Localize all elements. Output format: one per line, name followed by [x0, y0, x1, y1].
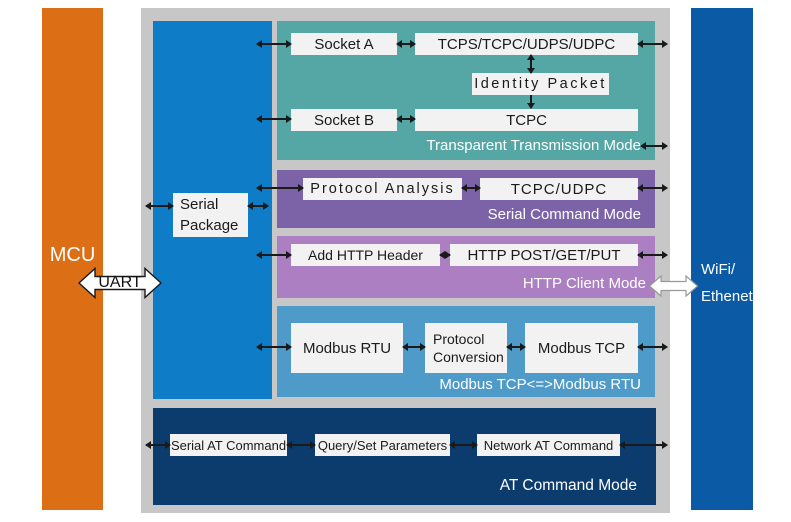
- query-set-parameters-box: Query/Set Parameters: [315, 434, 450, 456]
- protocol-analysis-box: Protocol Analysis: [303, 178, 462, 200]
- transparent-transmission-title: Transparent Transmission Mode: [426, 137, 641, 154]
- module-container: Serial Package Socket A TCPS/TCPC/UDPS/U…: [141, 8, 670, 513]
- modbus-tcp-box: Modbus TCP: [525, 323, 638, 373]
- connector-arrow-icon: [402, 343, 426, 350]
- add-http-header-box: Add HTTP Header: [291, 244, 440, 266]
- modbus-title: Modbus TCP<=>Modbus RTU: [439, 376, 641, 393]
- at-command-panel: Serial AT Command Query/Set Parameters N…: [153, 408, 656, 505]
- connector-arrow-icon: [527, 95, 534, 109]
- mcu-bar: MCU: [42, 8, 103, 510]
- at-command-title: AT Command Mode: [499, 477, 637, 494]
- wifi-label-line2: Ethenet: [701, 288, 753, 305]
- connector-arrow-icon: [145, 441, 171, 448]
- connector-arrow-icon: [527, 54, 534, 74]
- connector-arrow-icon: [619, 441, 668, 448]
- wifi-ethernet-bar: WiFi/ Ethenet: [691, 8, 753, 510]
- connector-arrow-icon: [637, 251, 668, 258]
- wifi-link-arrow-icon: [649, 274, 698, 298]
- connector-arrow-icon: [640, 142, 668, 149]
- http-post-get-put-box: HTTP POST/GET/PUT: [450, 244, 638, 266]
- connector-arrow-icon: [256, 251, 292, 258]
- connector-arrow-icon: [256, 40, 292, 47]
- socket-a-box: Socket A: [291, 33, 397, 55]
- serial-command-panel: Protocol Analysis TCPC/UDPC Serial Comma…: [277, 170, 655, 228]
- tcps-tcpc-udps-udpc-box: TCPS/TCPC/UDPS/UDPC: [415, 33, 638, 55]
- protocol-conversion-box: Protocol Conversion: [425, 323, 507, 373]
- transparent-transmission-panel: Socket A TCPS/TCPC/UDPS/UDPC Identity Pa…: [277, 21, 655, 160]
- connector-arrow-icon: [247, 202, 269, 209]
- serial-at-command-box: Serial AT Command: [170, 434, 287, 456]
- connector-arrow-icon: [461, 184, 481, 191]
- connector-arrow-icon: [506, 343, 526, 350]
- modbus-panel: Modbus RTU Protocol Conversion Modbus TC…: [277, 306, 655, 397]
- connector-arrow-icon: [256, 115, 292, 122]
- connector-arrow-icon: [439, 251, 451, 258]
- modbus-rtu-box: Modbus RTU: [291, 323, 403, 373]
- tcpc-box: TCPC: [415, 109, 638, 131]
- connector-arrow-icon: [396, 115, 416, 122]
- connector-arrow-icon: [637, 40, 668, 47]
- connector-arrow-icon: [145, 202, 174, 209]
- serial-package-box: Serial Package: [173, 193, 248, 237]
- connector-arrow-icon: [256, 343, 292, 350]
- socket-b-box: Socket B: [291, 109, 397, 131]
- uart-arrow-icon: [78, 266, 162, 300]
- serial-command-title: Serial Command Mode: [487, 206, 641, 223]
- identity-packet-box: Identity Packet: [472, 73, 609, 95]
- connector-arrow-icon: [449, 441, 478, 448]
- connector-arrow-icon: [396, 40, 416, 47]
- http-client-title: HTTP Client Mode: [522, 275, 646, 292]
- network-at-command-box: Network AT Command: [477, 434, 620, 456]
- serial-package-panel: Serial Package: [153, 21, 272, 399]
- connector-arrow-icon: [637, 184, 668, 191]
- tcpc-udpc-box: TCPC/UDPC: [480, 178, 638, 200]
- wifi-ethernet-label: WiFi/ Ethenet: [701, 256, 753, 310]
- connector-arrow-icon: [637, 343, 668, 350]
- wifi-label-line1: WiFi/: [701, 261, 736, 278]
- connector-arrow-icon: [256, 184, 304, 191]
- http-client-panel: Add HTTP Header HTTP POST/GET/PUT HTTP C…: [277, 236, 655, 298]
- mcu-label: MCU: [49, 244, 96, 266]
- connector-arrow-icon: [286, 441, 316, 448]
- uart-label: UART: [98, 274, 142, 291]
